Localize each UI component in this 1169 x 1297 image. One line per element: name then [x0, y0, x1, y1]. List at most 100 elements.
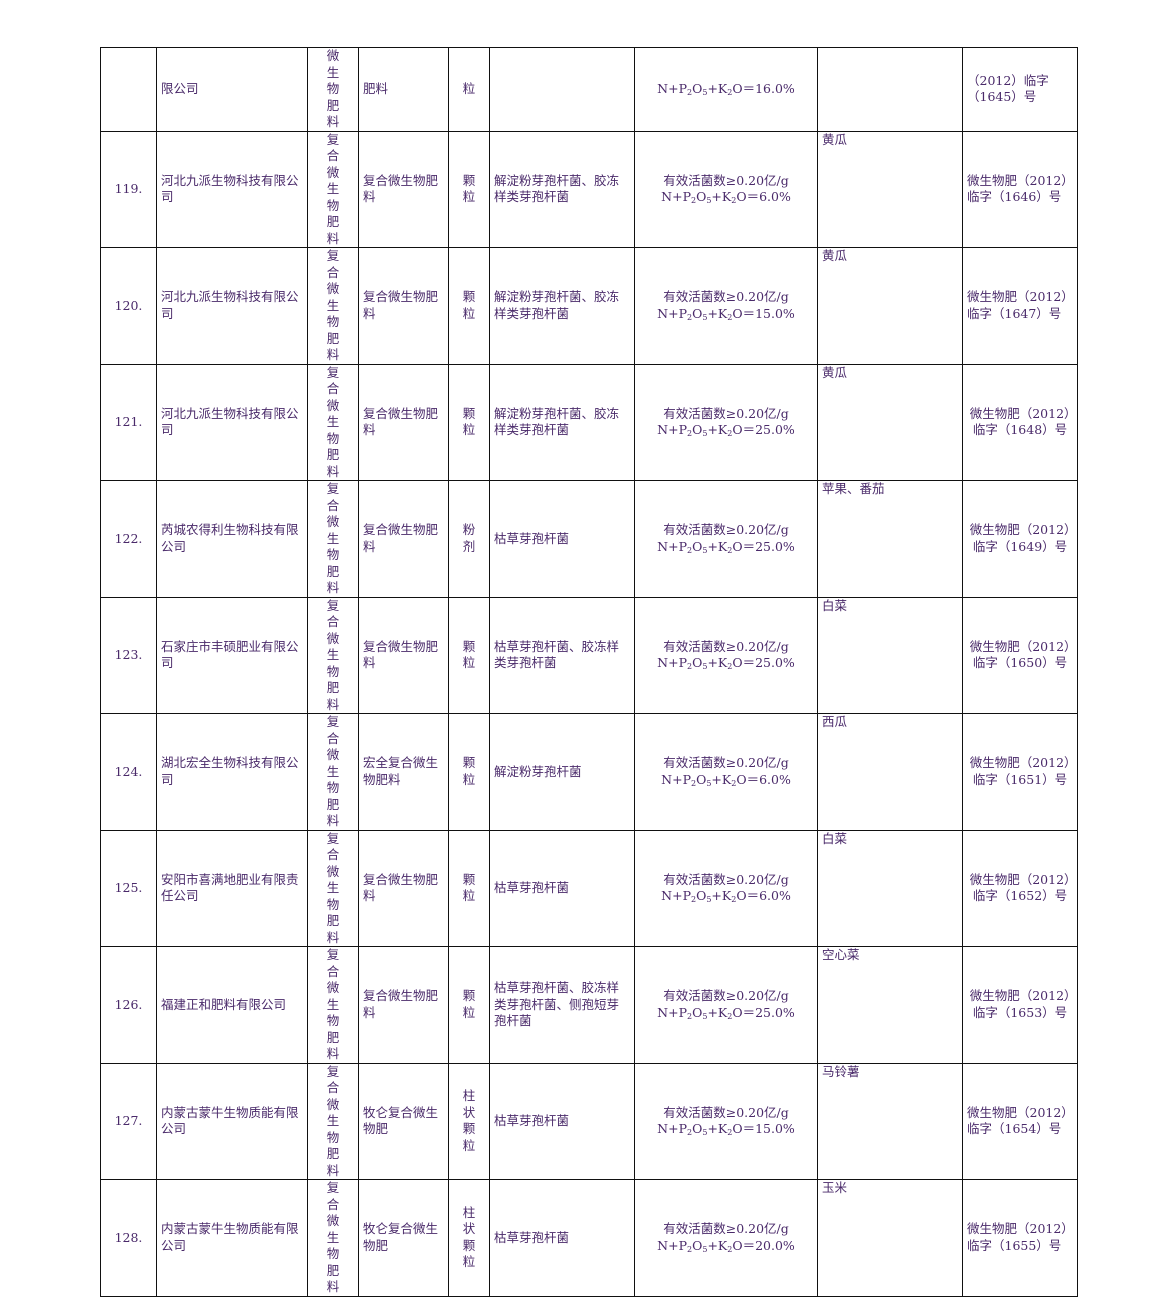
technical-spec: 有效活菌数≥0.20亿/g N+P2O5+K2O＝25.0% [634, 596, 818, 714]
registration-number: 微生物肥（2012）临字（1651）号 [962, 713, 1078, 831]
applicable-crop: 白菜 [817, 596, 963, 714]
registration-number: 微生物肥（2012）临字（1650）号 [962, 596, 1078, 714]
company-name: 河北九派生物科技有限公司 [156, 130, 308, 248]
product-name: 肥料 [358, 47, 449, 132]
product-name: 复合微生物肥料 [358, 829, 449, 947]
product-category: 复合微生物肥料 [307, 829, 359, 947]
table-row: 限公司 微生物肥料 肥料 粒 N+P2O5+K2O＝16.0% （2012）临字… [100, 47, 1078, 132]
row-number: 127. [100, 1062, 157, 1180]
registration-number: 微生物肥（2012）临字（1655）号 [962, 1179, 1078, 1297]
nutrient-content: N+P2O5+K2O＝16.0% [657, 81, 795, 97]
registration-number: （2012）临字（1645）号 [962, 47, 1078, 132]
table-row: 122. 芮城农得利生物科技有限公司 复合微生物肥料 复合微生物肥料 粉剂 枯草… [100, 480, 1078, 598]
company-name: 安阳市喜满地肥业有限责任公司 [156, 829, 308, 947]
strain-list: 解淀粉芽孢杆菌 [489, 713, 635, 831]
row-number: 119. [100, 130, 157, 248]
applicable-crop: 黄瓜 [817, 247, 963, 365]
applicable-crop: 黄瓜 [817, 130, 963, 248]
product-form: 颗粒 [448, 829, 490, 947]
technical-spec: N+P2O5+K2O＝16.0% [634, 47, 818, 132]
applicable-crop: 马铃薯 [817, 1062, 963, 1180]
applicable-crop: 西瓜 [817, 713, 963, 831]
nutrient-content: N+P2O5+K2O＝6.0% [661, 189, 791, 206]
strain-list [489, 47, 635, 132]
registration-number: 微生物肥（2012）临字（1648）号 [962, 363, 1078, 481]
product-category: 复合微生物肥料 [307, 713, 359, 831]
table-row: 121. 河北九派生物科技有限公司 复合微生物肥料 复合微生物肥料 颗粒 解淀粉… [100, 363, 1078, 481]
registration-number: 微生物肥（2012）临字（1646）号 [962, 130, 1078, 248]
company-name: 石家庄市丰硕肥业有限公司 [156, 596, 308, 714]
table-row: 127. 内蒙古蒙牛生物质能有限公司 复合微生物肥料 牧仑复合微生物肥 柱状颗粒… [100, 1062, 1078, 1180]
product-category: 复合微生物肥料 [307, 130, 359, 248]
strain-list: 解淀粉芽孢杆菌、胶冻样类芽孢杆菌 [489, 130, 635, 248]
product-name: 复合微生物肥料 [358, 480, 449, 598]
viable-count: 有效活菌数≥0.20亿/g [663, 289, 789, 305]
company-name: 限公司 [156, 47, 308, 132]
registration-number: 微生物肥（2012）临字（1652）号 [962, 829, 1078, 947]
applicable-crop: 黄瓜 [817, 363, 963, 481]
product-category: 复合微生物肥料 [307, 247, 359, 365]
applicable-crop [817, 47, 963, 132]
viable-count: 有效活菌数≥0.20亿/g [663, 172, 789, 188]
technical-spec: 有效活菌数≥0.20亿/g N+P2O5+K2O＝20.0% [634, 1179, 818, 1297]
registration-number: 微生物肥（2012）临字（1654）号 [962, 1062, 1078, 1180]
row-number: 123. [100, 596, 157, 714]
technical-spec: 有效活菌数≥0.20亿/g N+P2O5+K2O＝25.0% [634, 480, 818, 598]
nutrient-content: N+P2O5+K2O＝15.0% [657, 1121, 795, 1138]
technical-spec: 有效活菌数≥0.20亿/g N+P2O5+K2O＝6.0% [634, 829, 818, 947]
technical-spec: 有效活菌数≥0.20亿/g N+P2O5+K2O＝15.0% [634, 1062, 818, 1180]
nutrient-content: N+P2O5+K2O＝25.0% [657, 538, 795, 555]
product-category: 复合微生物肥料 [307, 363, 359, 481]
row-number: 120. [100, 247, 157, 365]
viable-count: 有效活菌数≥0.20亿/g [663, 522, 789, 538]
row-number [100, 47, 157, 132]
company-name: 河北九派生物科技有限公司 [156, 363, 308, 481]
product-form: 颗粒 [448, 363, 490, 481]
strain-list: 枯草芽孢杆菌 [489, 1179, 635, 1297]
table-row: 119. 河北九派生物科技有限公司 复合微生物肥料 复合微生物肥料 颗粒 解淀粉… [100, 130, 1078, 248]
table-row: 125. 安阳市喜满地肥业有限责任公司 复合微生物肥料 复合微生物肥料 颗粒 枯… [100, 829, 1078, 947]
technical-spec: 有效活菌数≥0.20亿/g N+P2O5+K2O＝6.0% [634, 130, 818, 248]
row-number: 122. [100, 480, 157, 598]
viable-count: 有效活菌数≥0.20亿/g [663, 1221, 789, 1237]
registration-number: 微生物肥（2012）临字（1649）号 [962, 480, 1078, 598]
product-name: 复合微生物肥料 [358, 363, 449, 481]
row-number: 125. [100, 829, 157, 947]
product-form: 颗粒 [448, 713, 490, 831]
viable-count: 有效活菌数≥0.20亿/g [663, 988, 789, 1004]
product-form: 颗粒 [448, 946, 490, 1064]
table-row: 124. 湖北宏全生物科技有限公司 复合微生物肥料 宏全复合微生物肥料 颗粒 解… [100, 713, 1078, 831]
table-row: 126. 福建正和肥料有限公司 复合微生物肥料 复合微生物肥料 颗粒 枯草芽孢杆… [100, 946, 1078, 1064]
registration-number: 微生物肥（2012）临字（1653）号 [962, 946, 1078, 1064]
strain-list: 枯草芽孢杆菌 [489, 1062, 635, 1180]
strain-list: 枯草芽孢杆菌、胶冻样类芽孢杆菌 [489, 596, 635, 714]
product-category: 复合微生物肥料 [307, 596, 359, 714]
nutrient-content: N+P2O5+K2O＝20.0% [657, 1237, 795, 1254]
product-form: 颗粒 [448, 247, 490, 365]
table-row: 120. 河北九派生物科技有限公司 复合微生物肥料 复合微生物肥料 颗粒 解淀粉… [100, 247, 1078, 365]
product-name: 宏全复合微生物肥料 [358, 713, 449, 831]
product-category: 复合微生物肥料 [307, 1179, 359, 1297]
product-category: 复合微生物肥料 [307, 1062, 359, 1180]
product-category: 复合微生物肥料 [307, 480, 359, 598]
product-category: 复合微生物肥料 [307, 946, 359, 1064]
strain-list: 解淀粉芽孢杆菌、胶冻样类芽孢杆菌 [489, 247, 635, 365]
applicable-crop: 苹果、番茄 [817, 480, 963, 598]
viable-count: 有效活菌数≥0.20亿/g [663, 1104, 789, 1120]
nutrient-content: N+P2O5+K2O＝15.0% [657, 305, 795, 322]
product-name: 牧仑复合微生物肥 [358, 1062, 449, 1180]
product-form: 柱状颗粒 [448, 1062, 490, 1180]
product-name: 复合微生物肥料 [358, 247, 449, 365]
table-body: 限公司 微生物肥料 肥料 粒 N+P2O5+K2O＝16.0% （2012）临字… [100, 47, 1078, 1297]
viable-count: 有效活菌数≥0.20亿/g [663, 638, 789, 654]
strain-list: 枯草芽孢杆菌 [489, 480, 635, 598]
applicable-crop: 空心菜 [817, 946, 963, 1064]
viable-count: 有效活菌数≥0.20亿/g [663, 405, 789, 421]
nutrient-content: N+P2O5+K2O＝25.0% [657, 655, 795, 672]
row-number: 126. [100, 946, 157, 1064]
company-name: 内蒙古蒙牛生物质能有限公司 [156, 1062, 308, 1180]
technical-spec: 有效活菌数≥0.20亿/g N+P2O5+K2O＝25.0% [634, 363, 818, 481]
product-form: 颗粒 [448, 130, 490, 248]
applicable-crop: 玉米 [817, 1179, 963, 1297]
company-name: 湖北宏全生物科技有限公司 [156, 713, 308, 831]
